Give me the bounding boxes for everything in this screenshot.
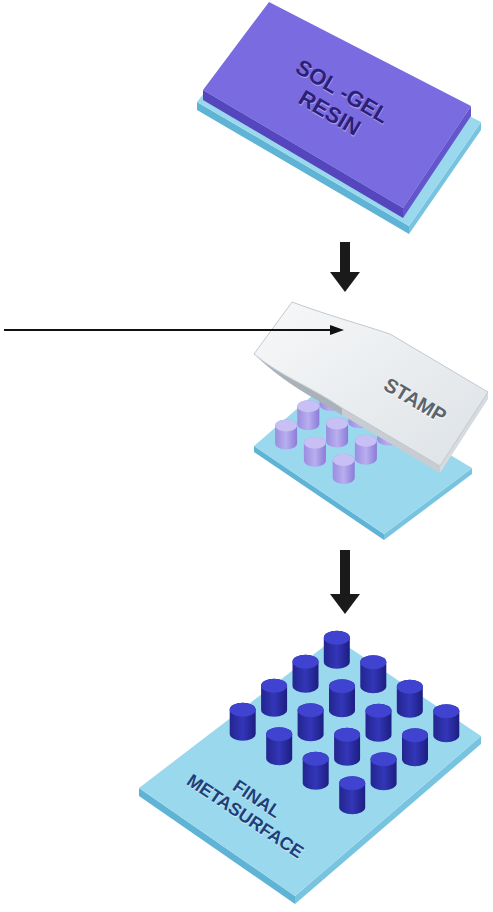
imprint-stage — [254, 302, 488, 540]
leader-arrow — [4, 325, 344, 335]
flow-arrow — [330, 550, 360, 614]
layer-label: SOL -GEL RESIN — [275, 52, 397, 152]
metasurface-substrate: FINAL METASURFACE — [135, 618, 485, 908]
flow-arrow — [330, 242, 360, 292]
layer-label: FINAL METASURFACE — [177, 748, 325, 866]
resin-stage — [197, 2, 481, 234]
metasurface-stage — [139, 631, 481, 904]
layer-label: STAMP — [370, 367, 461, 434]
resin-layer: SOL -GEL RESIN — [195, 2, 485, 238]
stamp: STAMP — [250, 296, 490, 546]
